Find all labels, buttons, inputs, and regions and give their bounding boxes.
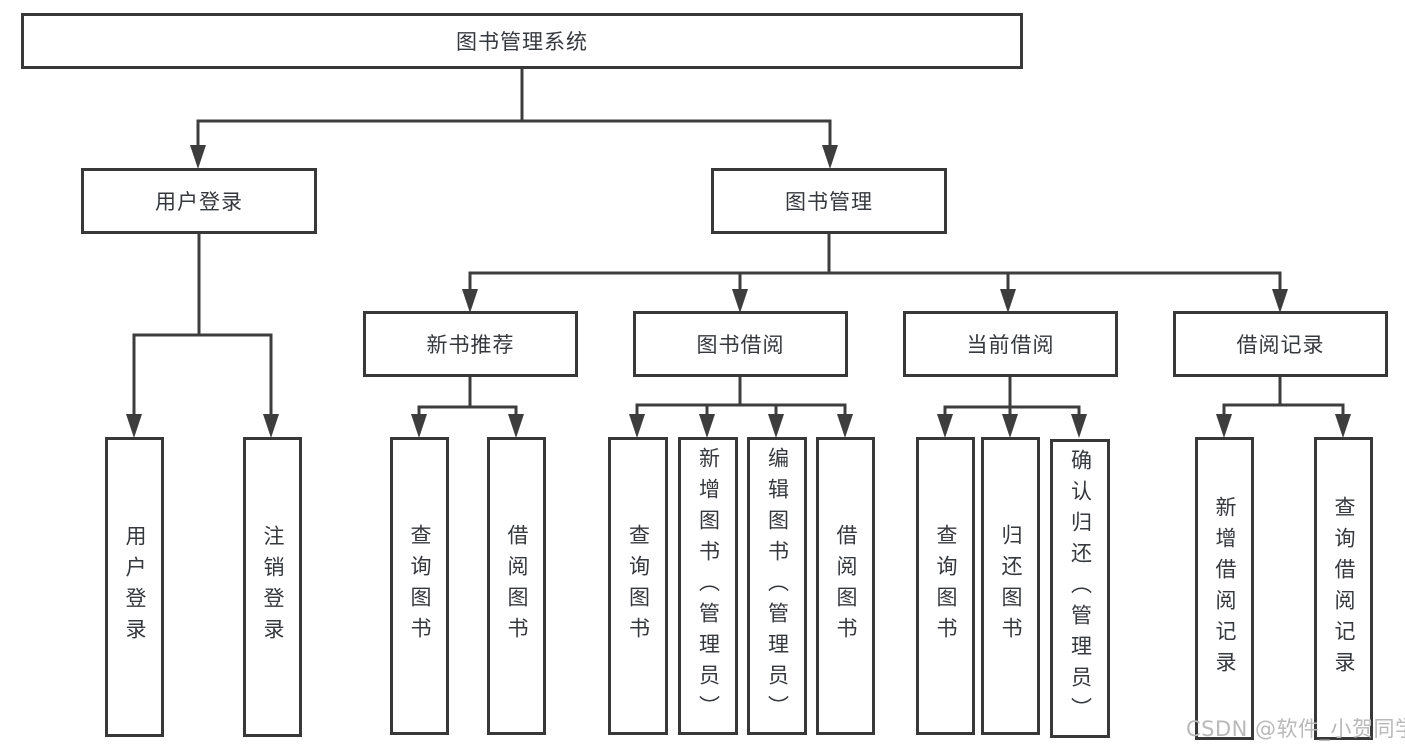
leaf-bb-query-books: 查询图书 — [608, 437, 668, 735]
leaf-logout: 注销登录 — [243, 437, 302, 737]
leaf-bb-borrow-books: 借阅图书 — [816, 437, 875, 735]
leaf-br-add-record: 新增借阅记录 — [1195, 437, 1254, 740]
leaf-cb-return-books: 归还图书 — [981, 437, 1040, 735]
node-borrow-records: 借阅记录 — [1173, 311, 1388, 377]
leaf-bb-edit-books-admin: 编辑图书（管理员） — [747, 437, 807, 735]
leaf-nbr-query-books: 查询图书 — [390, 437, 449, 735]
node-book-management: 图书管理 — [711, 168, 947, 234]
leaf-cb-query-books: 查询图书 — [916, 437, 975, 735]
node-label: 注销登录 — [261, 525, 285, 649]
node-label: 查询借阅记录 — [1332, 495, 1356, 682]
arrowheads — [126, 145, 1351, 438]
node-label: 确认归还（管理员） — [1068, 449, 1093, 728]
node-library-system: 图书管理系统 — [21, 13, 1023, 69]
node-label: 借阅图书 — [505, 524, 529, 648]
node-label: 当前借阅 — [966, 333, 1055, 357]
node-user-login: 用户登录 — [81, 168, 317, 234]
leaf-user-login: 用户登录 — [105, 437, 164, 737]
node-label: 图书管理 — [785, 190, 873, 214]
node-label: 编辑图书（管理员） — [765, 446, 790, 726]
csdn-watermark: CSDN @软件_小贺同学 — [1186, 717, 1405, 741]
node-label: 用户登录 — [155, 190, 243, 214]
leaf-nbr-borrow-books: 借阅图书 — [487, 437, 546, 735]
node-label: 新增借阅记录 — [1213, 495, 1237, 682]
leaf-cb-confirm-return-admin: 确认归还（管理员） — [1050, 439, 1110, 738]
node-new-book-recommend: 新书推荐 — [363, 311, 578, 377]
node-label: 归还图书 — [999, 524, 1023, 648]
node-label: 借阅记录 — [1236, 333, 1325, 357]
node-current-borrowing: 当前借阅 — [903, 311, 1118, 377]
node-label: 图书借阅 — [696, 333, 785, 357]
node-book-borrowing: 图书借阅 — [633, 311, 848, 377]
leaf-br-query-record: 查询借阅记录 — [1314, 437, 1373, 740]
node-label: 借阅图书 — [834, 524, 858, 648]
node-label: 用户登录 — [123, 525, 147, 649]
node-label: 查询图书 — [408, 524, 432, 648]
node-label: 新增图书（管理员） — [696, 446, 721, 726]
node-label: 查询图书 — [626, 524, 651, 648]
node-label: 图书管理系统 — [456, 30, 588, 54]
leaf-bb-add-books-admin: 新增图书（管理员） — [678, 437, 738, 735]
node-label: 新书推荐 — [426, 333, 515, 357]
node-label: 查询图书 — [934, 524, 958, 648]
